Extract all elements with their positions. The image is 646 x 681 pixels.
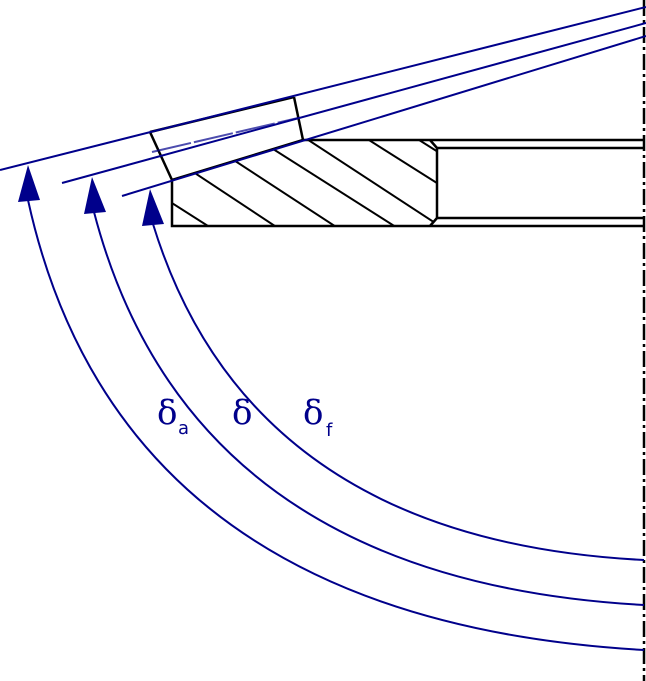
tip-angle-arrowhead bbox=[18, 165, 40, 202]
pitch-line-on-tooth bbox=[151, 117, 299, 153]
pitch-angle-symbol: δ bbox=[232, 393, 252, 433]
pitch-angle-arrowhead bbox=[84, 177, 106, 214]
root-angle-arrowhead bbox=[142, 189, 164, 226]
cone-lines bbox=[0, 6, 646, 197]
angle-arcs bbox=[27, 199, 645, 651]
root-angle-symbol: δ bbox=[303, 393, 323, 433]
pitch-cone-line bbox=[61, 22, 646, 184]
tip-angle-arc bbox=[27, 199, 645, 651]
tip-angle-subscript: a bbox=[178, 418, 189, 439]
pitch-angle-arc bbox=[93, 211, 645, 606]
tooth-outline bbox=[170, 180, 644, 228]
gear-tooth-section bbox=[148, 95, 644, 228]
section-hatching bbox=[172, 140, 437, 226]
tip-cone-line bbox=[0, 6, 646, 171]
root-angle-subscript: f bbox=[326, 420, 333, 441]
angle-arrowheads bbox=[18, 165, 164, 226]
tip-angle-symbol: δ bbox=[157, 393, 177, 433]
root-angle-arc bbox=[152, 223, 645, 561]
angle-labels: δ a δ δ f bbox=[157, 393, 333, 441]
root-cone-line bbox=[121, 35, 646, 197]
